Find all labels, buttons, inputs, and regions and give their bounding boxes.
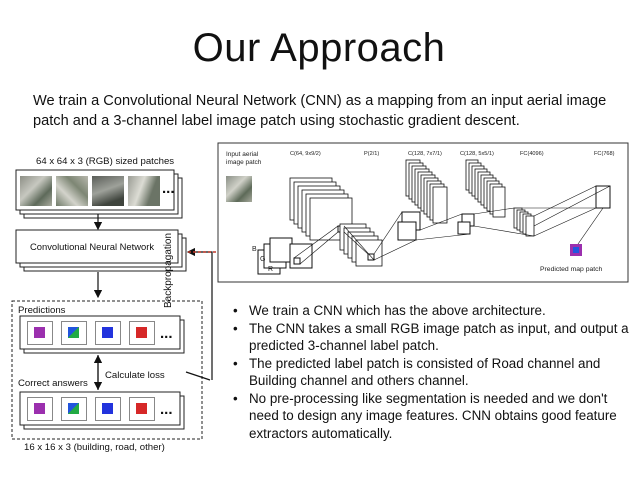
layer-label-conv2: C(128, 7x7/1) bbox=[408, 151, 442, 157]
slide-title: Our Approach bbox=[192, 26, 446, 70]
answer-patch-3 bbox=[95, 397, 121, 421]
cnn-box bbox=[15, 229, 179, 264]
calculate-loss-label: Calculate loss bbox=[105, 370, 165, 381]
bullet-item: •We train a CNN which has the above arch… bbox=[233, 303, 546, 318]
channel-B bbox=[269, 237, 293, 263]
layer-label-fc768: FC(768) bbox=[594, 151, 615, 157]
conv2-map-b bbox=[397, 221, 417, 241]
slide-subtitle: We train a Convolutional Neural Network … bbox=[33, 93, 607, 129]
answer-patch-2 bbox=[61, 397, 87, 421]
prediction-patch-4 bbox=[129, 321, 155, 345]
prediction-patch-1 bbox=[27, 321, 53, 345]
channel-label-B: B bbox=[252, 246, 257, 253]
pool-stack bbox=[339, 223, 383, 267]
bullet-icon: • bbox=[233, 320, 238, 336]
aerial-thumbnail-2 bbox=[56, 176, 88, 206]
input-patches-label: 64 x 64 x 3 (RGB) sized patches bbox=[36, 156, 175, 167]
arch-input-label-1: Input aerial bbox=[226, 151, 259, 158]
answer-patch-4 bbox=[129, 397, 155, 421]
conv1-stack bbox=[289, 177, 353, 241]
aerial-thumbnail-3 bbox=[92, 176, 124, 206]
bullet-icon: • bbox=[233, 303, 238, 318]
arch-input-thumbnail bbox=[226, 176, 252, 202]
bullet-icon: • bbox=[233, 390, 238, 406]
answers-ellipsis: ... bbox=[160, 401, 173, 418]
prediction-patch-2 bbox=[61, 321, 87, 345]
backprop-link bbox=[185, 371, 211, 381]
prediction-patch-3 bbox=[95, 321, 121, 345]
pool-kernel bbox=[367, 253, 375, 261]
arch-input-label-2: image patch bbox=[226, 159, 262, 166]
layer-label-fc4096: FC(4096) bbox=[520, 151, 544, 157]
arrow-backpropagation bbox=[186, 247, 213, 380]
bullet-item: •The predicted label patch is consisted … bbox=[233, 355, 601, 389]
bullet-item: •The CNN takes a small RGB image patch a… bbox=[233, 320, 629, 354]
predicted-map-label: Predicted map patch bbox=[540, 266, 603, 273]
predictions-ellipsis: ... bbox=[160, 325, 173, 342]
output-size-label: 16 x 16 x 3 (building, road, other) bbox=[24, 442, 165, 453]
cnn-label: Convolutional Neural Network bbox=[30, 241, 155, 252]
loss-region bbox=[11, 300, 203, 440]
channel-label-R: R bbox=[268, 266, 274, 273]
layer-connections bbox=[293, 185, 611, 265]
layer-label-conv3: C(128, 5x5/1) bbox=[460, 151, 494, 157]
predictions-label: Predictions bbox=[18, 305, 66, 316]
fc768-box bbox=[595, 185, 611, 209]
aerial-thumbnail-1 bbox=[20, 176, 52, 206]
input-ellipsis: ... bbox=[162, 180, 175, 197]
input-kernel bbox=[293, 257, 301, 265]
backpropagation-label: Backpropagation bbox=[163, 232, 174, 308]
bullet-list: •We train a CNN which has the above arch… bbox=[233, 302, 633, 442]
bullet-icon: • bbox=[233, 355, 238, 371]
aerial-thumbnail-4 bbox=[128, 176, 160, 206]
conv3-map-b bbox=[457, 221, 471, 235]
input-volume bbox=[289, 243, 313, 269]
bullet-item: •No pre-processing like segmentation is … bbox=[233, 390, 617, 441]
channel-label-G: G bbox=[260, 256, 266, 263]
answer-patch-1 bbox=[27, 397, 53, 421]
correct-answers-label: Correct answers bbox=[18, 378, 88, 389]
conv2-stack bbox=[405, 159, 448, 224]
layer-label-conv1: C(64, 9x9/2) bbox=[290, 151, 321, 157]
layer-label-pool: P(2/1) bbox=[364, 151, 380, 157]
